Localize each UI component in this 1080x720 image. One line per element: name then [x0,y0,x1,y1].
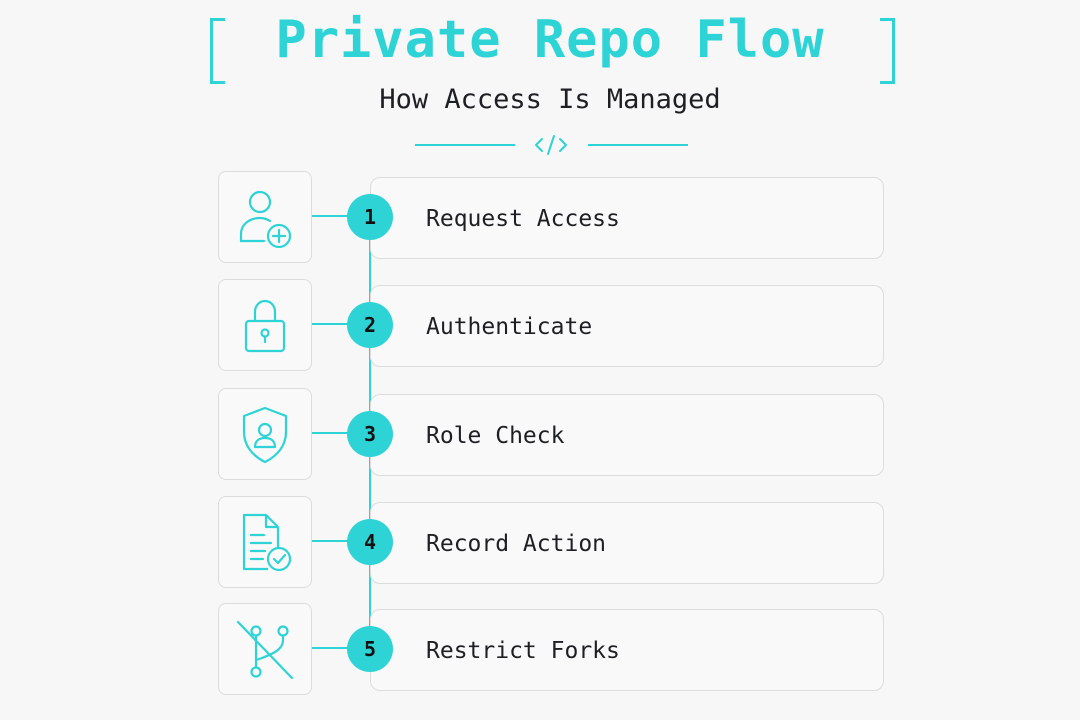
divider-right [588,144,688,146]
step-card: Record Action [370,502,884,584]
step-label: Request Access [426,206,620,232]
code-icon [535,135,567,155]
step-connector [312,215,352,217]
title-bracket-right [880,18,895,84]
step-icon-box [218,171,312,263]
step-icon-box [218,603,312,695]
divider-left [415,144,515,146]
step-number-badge: 2 [347,302,393,348]
step-authenticate: Authenticate 2 [0,0,1080,371]
step-connector [312,647,352,649]
page-subtitle: How Access Is Managed [379,84,721,115]
step-card: Role Check [370,394,884,476]
step-record-action: Record Action 4 [0,0,1080,588]
step-icon-box [218,496,312,588]
step-label: Role Check [426,423,565,449]
step-connector [312,323,352,325]
title-bracket-left [210,18,225,84]
step-number-badge: 3 [347,411,393,457]
step-icon-box [218,388,312,480]
fork-blocked-icon [236,620,294,680]
step-number-badge: 1 [347,194,393,240]
step-card: Restrict Forks [370,609,884,691]
step-connector [312,432,352,434]
step-role-check: Role Check 3 [0,0,1080,480]
step-request-access: Request Access 1 [0,0,1080,263]
step-restrict-forks: Restrict Forks 5 [0,0,1080,695]
lock-icon [244,299,286,353]
shield-user-icon [242,406,288,464]
step-connector [312,540,352,542]
step-icon-box [218,279,312,371]
step-label: Restrict Forks [426,638,620,664]
step-number-badge: 4 [347,519,393,565]
step-number-badge: 5 [347,626,393,672]
step-label: Authenticate [426,314,593,340]
step-label: Record Action [426,531,607,557]
step-card: Authenticate [370,285,884,367]
page-title: Private Repo Flow [275,10,825,70]
document-check-icon [242,513,292,572]
step-card: Request Access [370,177,884,259]
user-plus-icon [239,190,292,248]
